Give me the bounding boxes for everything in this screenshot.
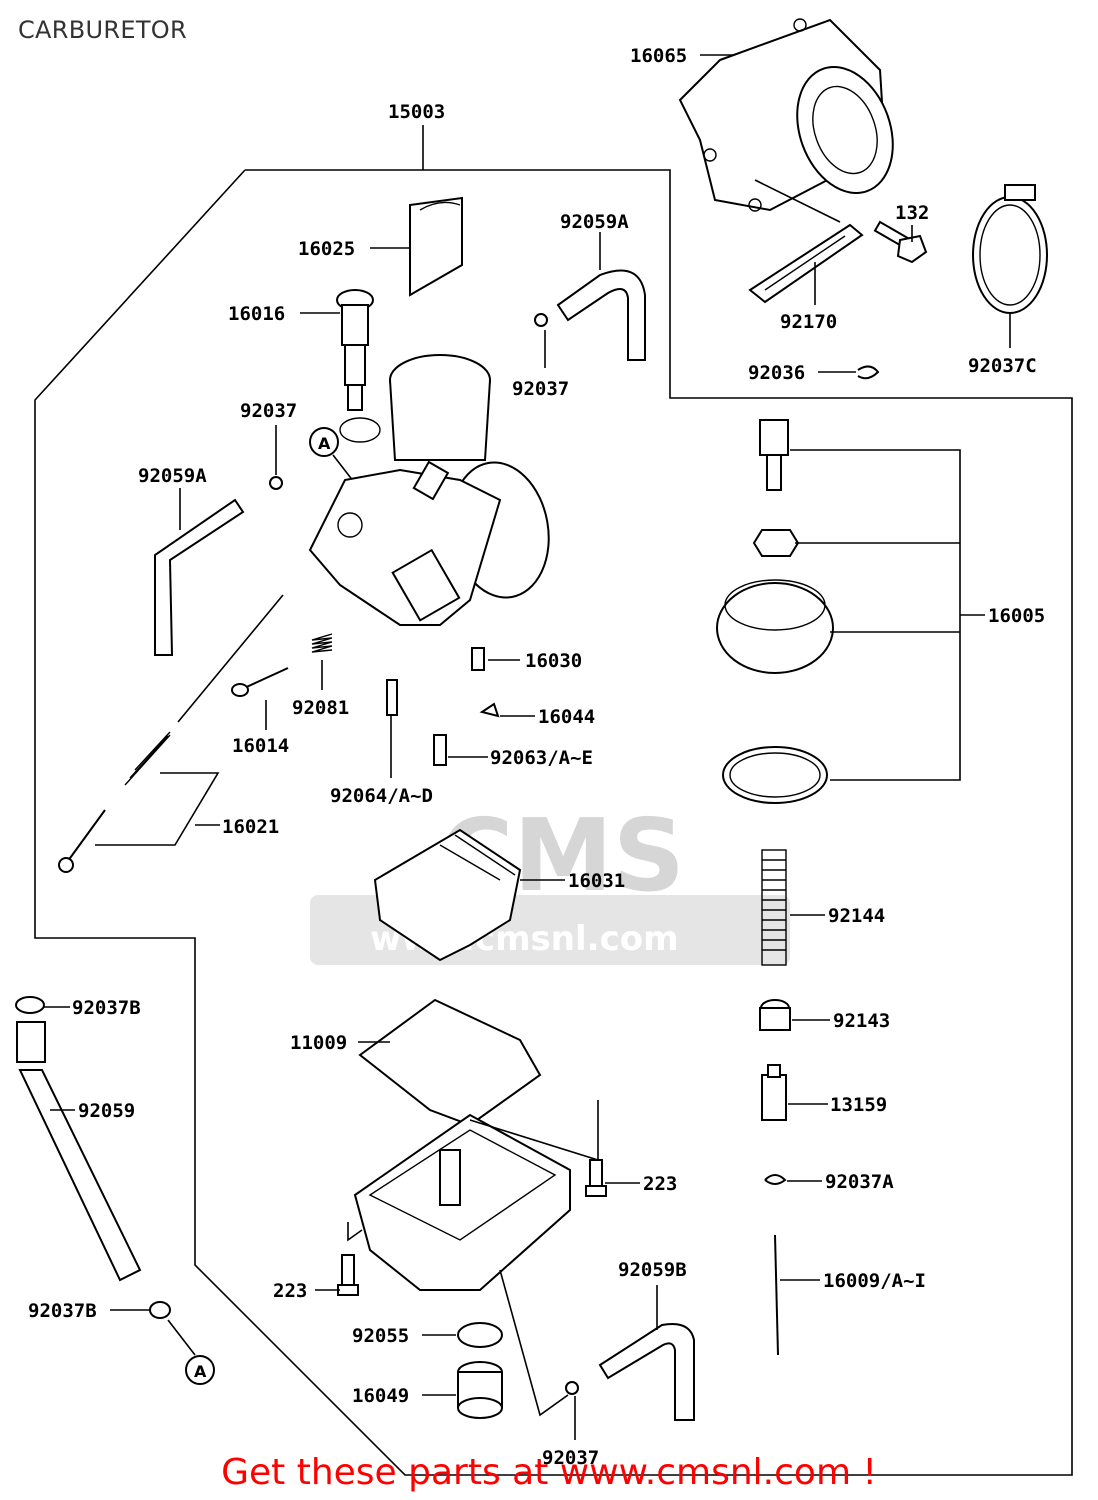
label-132: 132 (895, 202, 929, 224)
label-92037C: 92037C (968, 355, 1037, 377)
part-16016-air-screw[interactable] (336, 289, 374, 411)
label-92037-bottom: 92037 (542, 1447, 599, 1469)
part-92143-plug[interactable] (759, 999, 791, 1031)
label-92170: 92170 (780, 311, 837, 333)
part-16014-screw[interactable] (231, 667, 289, 697)
part-16065-intake-holder[interactable] (678, 18, 910, 212)
part-92036-clip[interactable] (857, 365, 880, 380)
part-92170-strap[interactable] (748, 223, 864, 304)
label-92059: 92059 (78, 1100, 135, 1122)
part-92037C-clamp[interactable] (972, 184, 1048, 314)
label-92037B-top: 92037B (72, 997, 141, 1019)
part-92059A-hose-top[interactable] (556, 269, 646, 361)
part-92055-o-ring[interactable] (457, 1322, 503, 1348)
label-16021: 16021 (222, 816, 279, 838)
label-92037B-bottom: 92037B (28, 1300, 97, 1322)
label-92059A-top: 92059A (560, 211, 629, 233)
label-16044: 16044 (538, 706, 595, 728)
part-16031-float[interactable] (373, 828, 522, 962)
page-title: CARBURETOR (18, 16, 187, 44)
label-16030: 16030 (525, 650, 582, 672)
part-float-bowl[interactable] (353, 1113, 571, 1291)
label-15003: 15003 (388, 101, 445, 123)
ref-A-bottom: A (194, 1362, 207, 1381)
part-92037-clip-top[interactable] (534, 313, 548, 327)
label-16014: 16014 (232, 735, 289, 757)
part-92037-clip-left[interactable] (269, 476, 283, 490)
label-16065: 16065 (630, 45, 687, 67)
part-16021-idle-screw[interactable] (58, 731, 171, 873)
part-223-screw-left[interactable] (337, 1254, 359, 1296)
part-92144-spring[interactable] (761, 849, 787, 966)
part-92081-spring[interactable] (311, 633, 333, 653)
label-92036: 92036 (748, 362, 805, 384)
label-92059A-left: 92059A (138, 465, 207, 487)
label-16005: 16005 (988, 605, 1045, 627)
part-16025-throttle-valve[interactable] (409, 196, 463, 297)
part-92037B-clip-top[interactable] (15, 996, 45, 1014)
part-92064-pilot-jet[interactable] (386, 679, 398, 716)
label-92037A: 92037A (825, 1171, 894, 1193)
part-92059-hose[interactable] (16, 1021, 142, 1282)
label-16025: 16025 (298, 238, 355, 260)
part-223-screw-right[interactable] (585, 1159, 607, 1197)
assembly-outline (34, 169, 1073, 1476)
part-16009-jet-needle[interactable] (774, 1234, 779, 1356)
label-16049: 16049 (352, 1385, 409, 1407)
part-92037A-clip[interactable] (764, 1174, 787, 1185)
label-92081: 92081 (292, 697, 349, 719)
label-92037-left: 92037 (240, 400, 297, 422)
label-223-left: 223 (273, 1280, 307, 1302)
part-16049-drain-plug[interactable] (457, 1361, 503, 1419)
part-15003-carburetor-body[interactable] (308, 354, 559, 626)
promo-link[interactable]: Get these parts at www.cmsnl.com ! (221, 1452, 877, 1493)
part-16044[interactable] (479, 702, 500, 718)
label-92064: 92064/A~D (330, 785, 433, 807)
label-16016: 16016 (228, 303, 285, 325)
label-92143: 92143 (833, 1010, 890, 1032)
part-16005-top-cap[interactable] (716, 419, 834, 804)
label-16009: 16009/A~I (823, 1270, 926, 1292)
part-11009-gasket[interactable] (358, 998, 542, 1127)
part-92059A-hose-left[interactable] (154, 498, 245, 656)
part-92059B-hose[interactable] (598, 1323, 695, 1421)
label-92059B: 92059B (618, 1259, 687, 1281)
part-92037-clip-bottom[interactable] (565, 1381, 579, 1395)
part-92063-main-jet[interactable] (433, 734, 447, 766)
label-13159: 13159 (830, 1094, 887, 1116)
label-16031: 16031 (568, 870, 625, 892)
part-13159-plunger[interactable] (761, 1064, 787, 1121)
label-92144: 92144 (828, 905, 885, 927)
part-132-bolt[interactable] (873, 220, 928, 264)
label-223-right: 223 (643, 1173, 677, 1195)
label-92037-top: 92037 (512, 378, 569, 400)
part-16030[interactable] (471, 647, 485, 671)
ref-A-top: A (318, 434, 331, 453)
label-11009: 11009 (290, 1032, 347, 1054)
part-92037B-clip-bottom[interactable] (149, 1301, 171, 1319)
label-92055: 92055 (352, 1325, 409, 1347)
label-92063: 92063/A~E (490, 747, 593, 769)
